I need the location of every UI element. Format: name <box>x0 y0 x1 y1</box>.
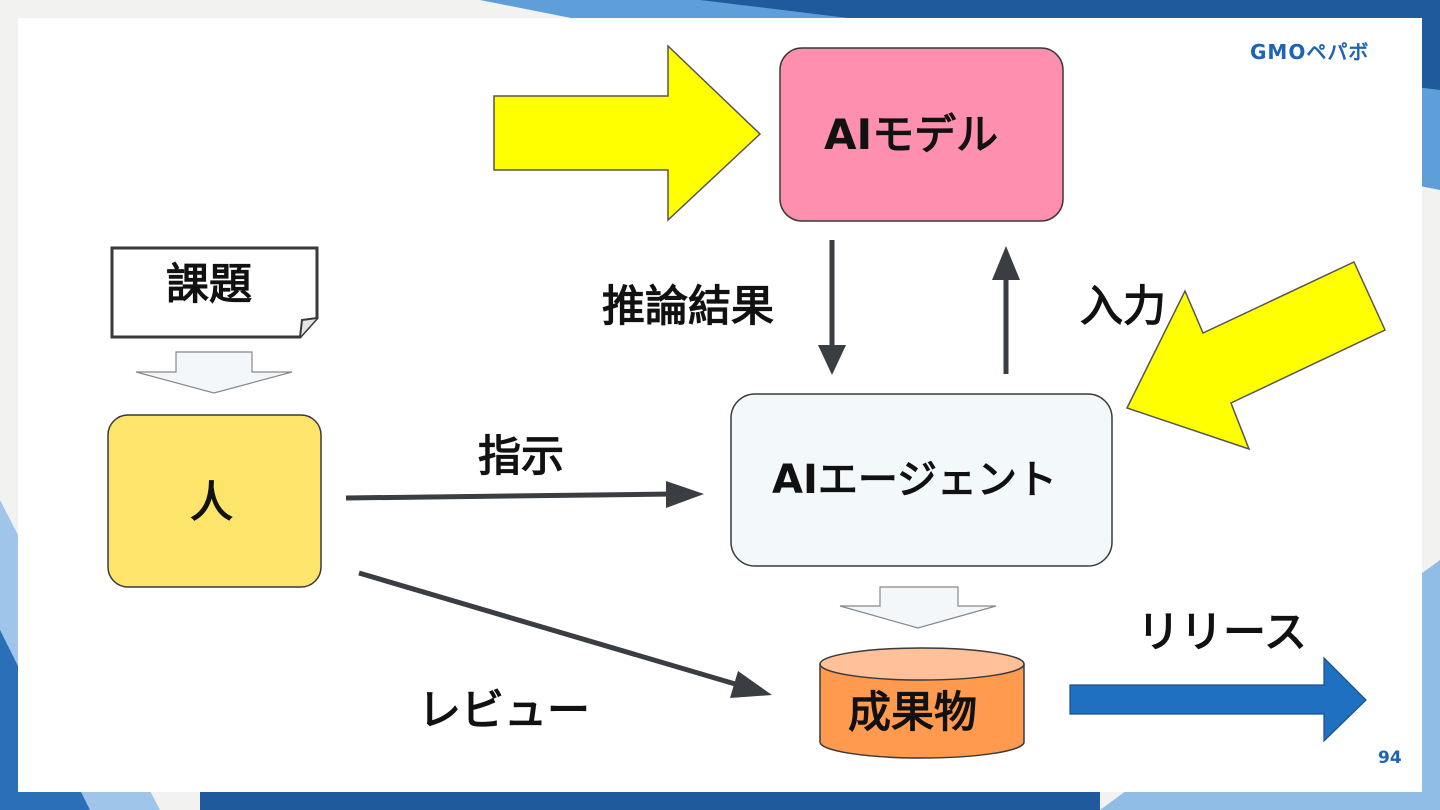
review-arrow-line <box>358 570 743 689</box>
release-label: リリース <box>1137 608 1307 658</box>
agent-to-deliverable-arrow <box>839 586 997 629</box>
deliverable-node <box>819 664 1025 759</box>
deliverable-label: 成果物 <box>848 688 977 738</box>
instruction-label: 指示 <box>478 432 564 482</box>
highlight-arrow-ai-model <box>493 44 762 222</box>
task-label: 課題 <box>166 260 252 310</box>
ai-model-node <box>779 47 1064 222</box>
bottom-band-decor <box>200 790 1100 810</box>
release-arrow <box>1069 656 1367 743</box>
human-label: 人 <box>190 478 233 528</box>
input-label: 入力 <box>1080 282 1166 332</box>
ai-agent-label: AIエージェント <box>772 457 1058 503</box>
page-number: 94 <box>1378 748 1402 768</box>
highlight-arrow-ai-agent <box>1125 260 1386 451</box>
review-label: レビュー <box>418 686 590 736</box>
ai-agent-node <box>730 393 1113 567</box>
gmo-pepabo-logo: GMOペパボ <box>1250 40 1370 64</box>
task-document-fold <box>299 317 318 338</box>
inference-result-label: 推論結果 <box>602 282 774 332</box>
instruction-arrow-head <box>666 481 704 508</box>
ai-model-label: AIモデル <box>824 110 999 159</box>
instruction-arrow-line <box>345 491 673 501</box>
input-arrow-head <box>992 246 1020 280</box>
deliverable-node-top <box>819 647 1025 681</box>
review-arrow-head <box>730 671 772 698</box>
human-node <box>107 414 322 588</box>
inference-arrow-head <box>818 345 846 375</box>
task-to-human-arrow <box>135 351 293 394</box>
